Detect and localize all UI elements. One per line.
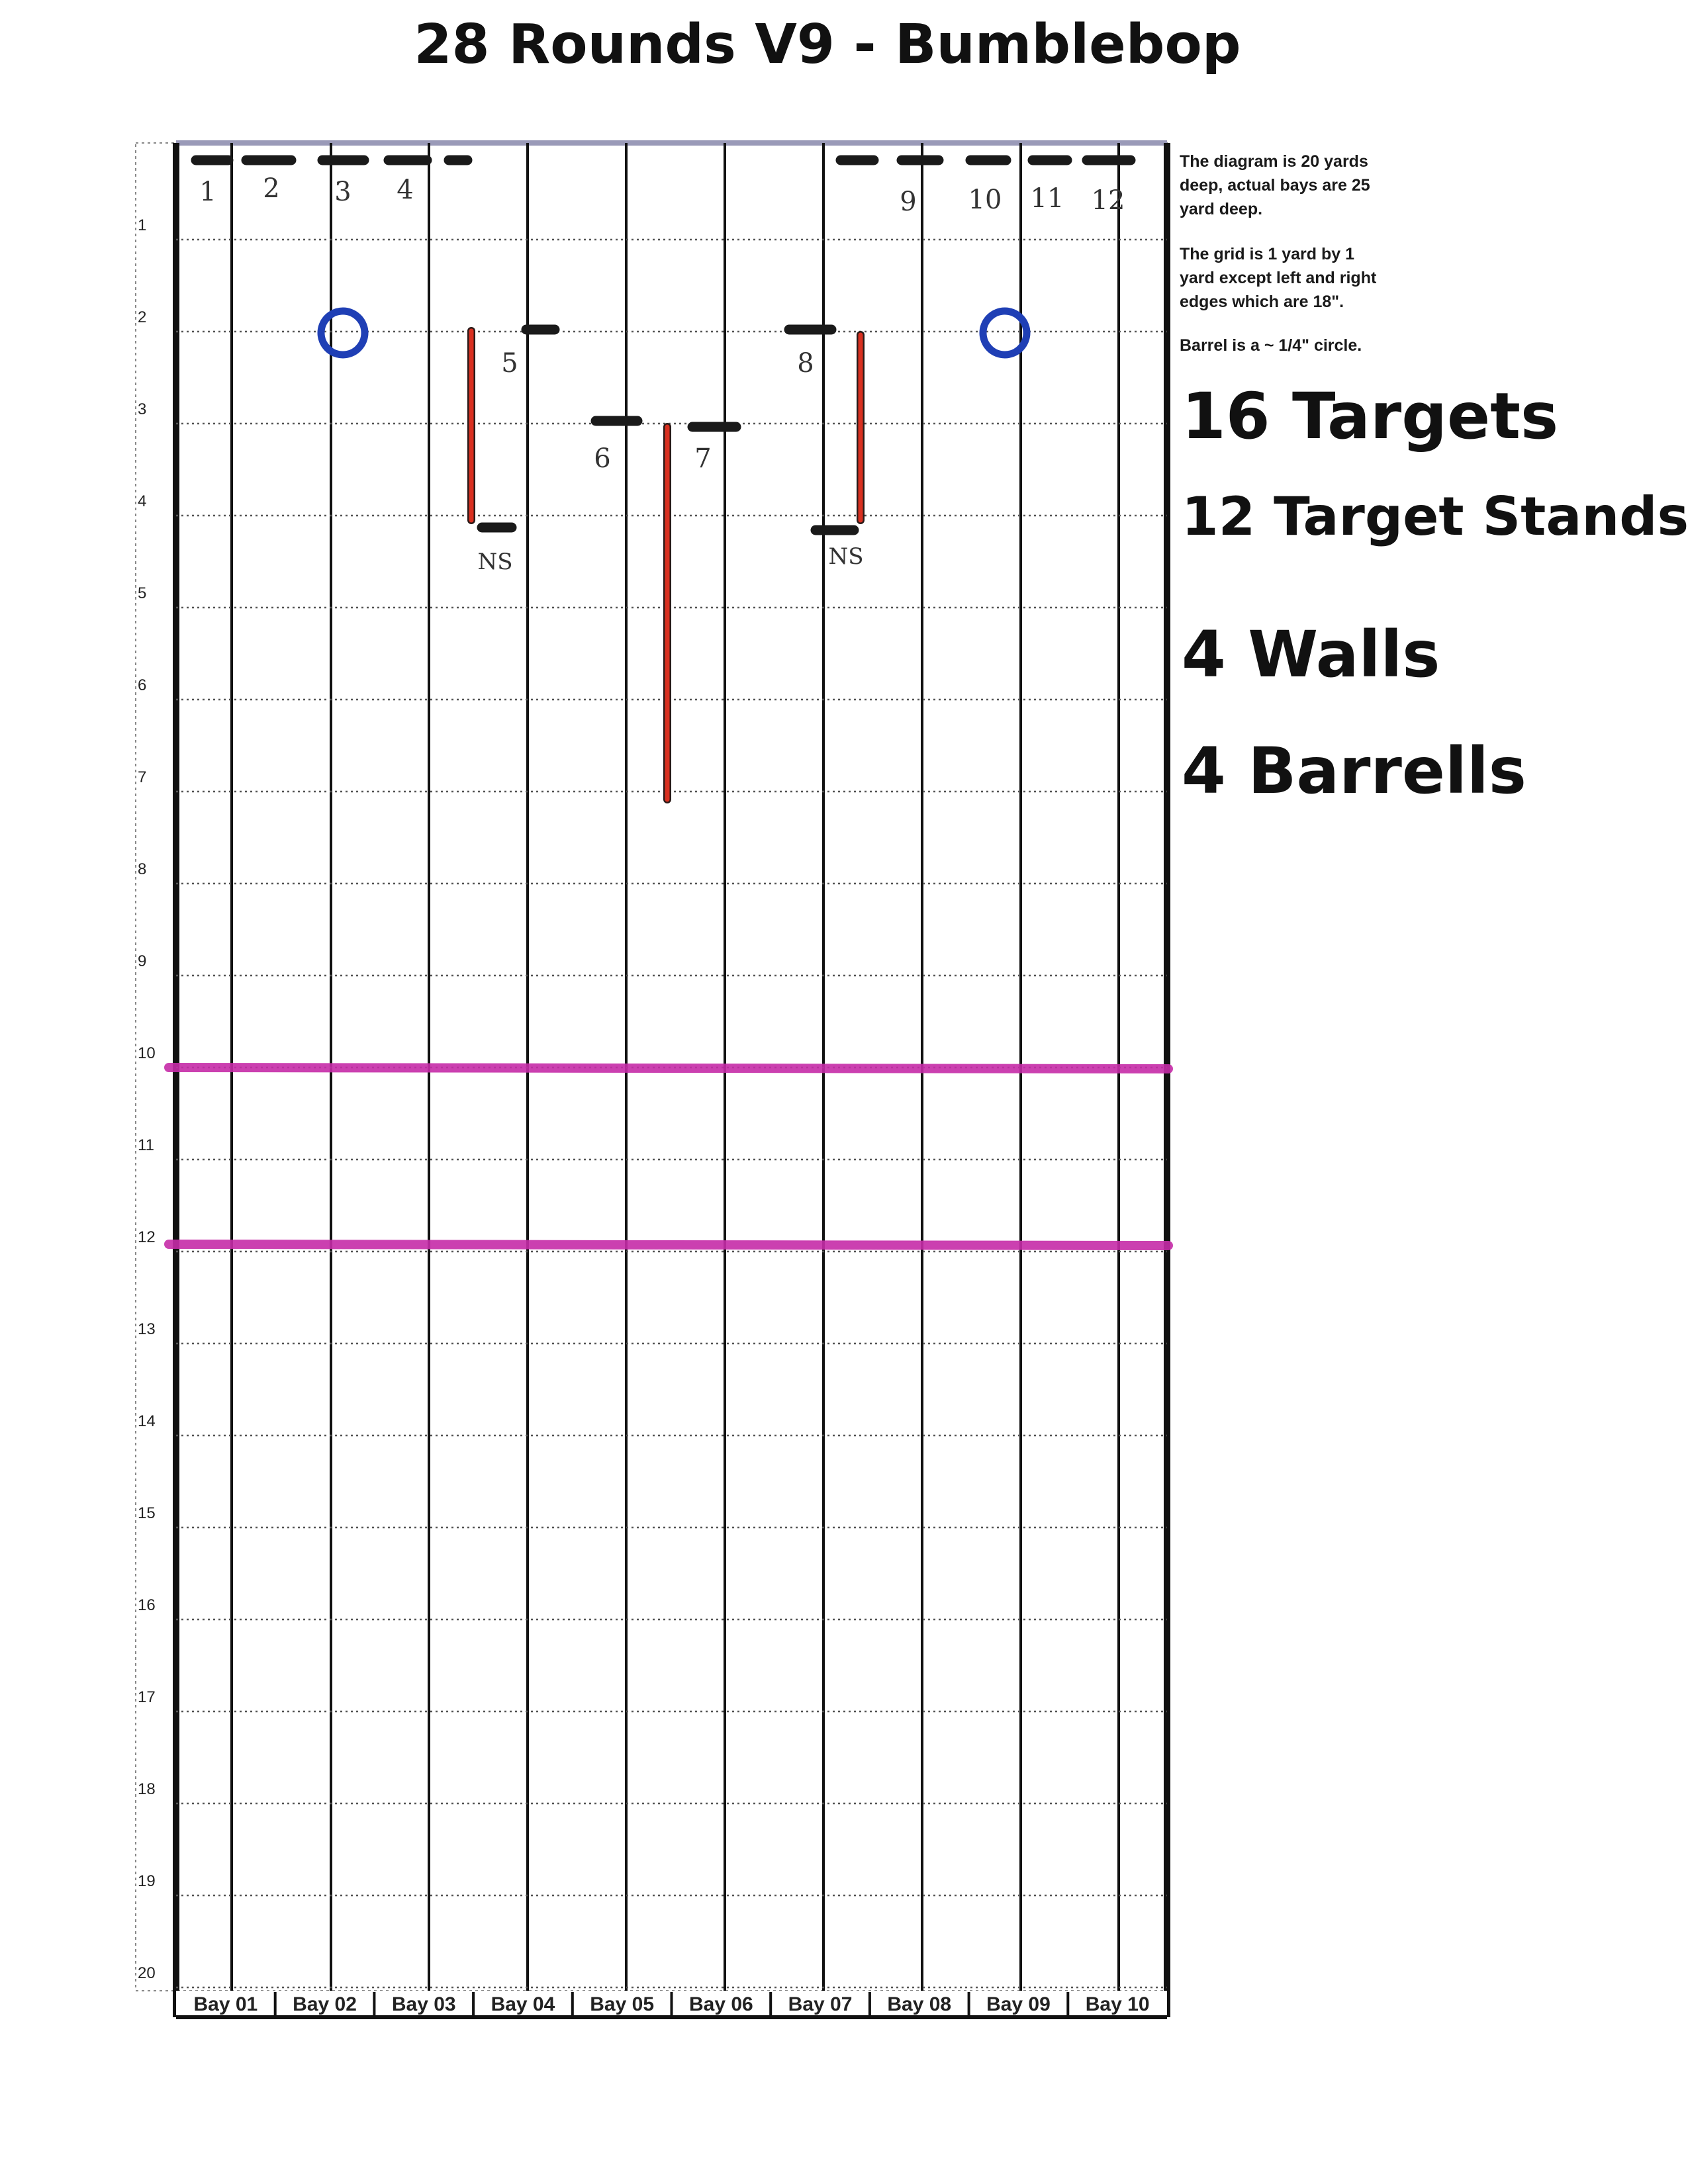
- fault-line: [164, 1063, 1173, 1073]
- yard-label: 20: [138, 1964, 156, 1982]
- target-label: 12: [1092, 185, 1125, 216]
- diagram-notes: The diagram is 20 yards deep, actual bay…: [1180, 152, 1377, 355]
- yard-label: 1: [138, 216, 146, 234]
- summary-targets: 16 Targets: [1182, 379, 1558, 453]
- note-line: The grid is 1 yard by 1: [1180, 245, 1354, 263]
- fault-lines: [164, 1063, 1173, 1250]
- bay-labels: Bay 01 Bay 02 Bay 03 Bay 04 Bay 05 Bay 06 Bay …: [176, 1991, 1167, 2019]
- note-line: Barrel is a ~ 1/4" circle.: [1180, 336, 1362, 355]
- yard-label: 13: [138, 1320, 156, 1338]
- summary-target-stands: 12 Target Stands: [1182, 486, 1688, 547]
- bay-label: Bay 10: [1086, 1993, 1150, 2015]
- note-line: The diagram is 20 yards: [1180, 152, 1368, 171]
- yard-label: 19: [138, 1872, 156, 1890]
- target-label: 8: [797, 348, 814, 379]
- target-label: 2: [263, 173, 279, 204]
- target-label: 5: [501, 348, 518, 379]
- walls: [467, 327, 865, 803]
- bay-label: Bay 02: [293, 1993, 357, 2015]
- no-shoot-label: NS: [477, 549, 512, 575]
- yard-label: 4: [138, 492, 146, 510]
- yard-label: 18: [138, 1780, 156, 1798]
- yard-label: 5: [138, 584, 146, 602]
- yard-label: 8: [138, 860, 146, 878]
- yard-label: 10: [138, 1044, 156, 1062]
- barrel-icon: [317, 307, 369, 359]
- bay-label: Bay 04: [491, 1993, 555, 2015]
- yard-label: 17: [138, 1688, 156, 1706]
- target-label: 4: [397, 175, 413, 205]
- barrels: [317, 307, 1031, 359]
- fault-line: [164, 1240, 1173, 1250]
- barrel-icon: [979, 307, 1031, 359]
- target-label: 1: [199, 177, 216, 207]
- yard-label: 14: [138, 1412, 156, 1430]
- stage-summary: 16 Targets 12 Target Stands 4 Walls 4 Ba…: [1182, 379, 1688, 808]
- summary-barrels: 4 Barrells: [1182, 734, 1526, 808]
- yard-label: 6: [138, 676, 146, 694]
- bay-label: Bay 09: [986, 1993, 1051, 2015]
- target-label: 9: [900, 187, 916, 217]
- bay-label: Bay 08: [887, 1993, 951, 2015]
- bay-label: Bay 01: [193, 1993, 258, 2015]
- note-line: yard except left and right: [1180, 269, 1377, 287]
- target-label: 11: [1031, 183, 1064, 214]
- bay-label: Bay 06: [689, 1993, 753, 2015]
- note-line: edges which are 18".: [1180, 293, 1344, 311]
- yard-label: 12: [138, 1228, 156, 1246]
- target-label: 3: [334, 177, 351, 207]
- yard-label: 7: [138, 768, 146, 786]
- page-title: 28 Rounds V9 - Bumblebop: [414, 13, 1241, 76]
- yard-label: 11: [138, 1136, 154, 1154]
- yard-label: 3: [138, 400, 146, 418]
- target-label: 6: [594, 443, 610, 474]
- summary-walls: 4 Walls: [1182, 617, 1440, 692]
- yard-label: 9: [138, 952, 146, 970]
- yard-label: 15: [138, 1504, 156, 1522]
- yard-label: 16: [138, 1596, 156, 1614]
- bay-label: Bay 07: [788, 1993, 853, 2015]
- yard-grid: [135, 140, 1170, 2017]
- note-line: deep, actual bays are 25: [1180, 176, 1370, 195]
- target-label: 10: [968, 185, 1002, 215]
- bay-label: Bay 05: [590, 1993, 654, 2015]
- bay-label: Bay 03: [392, 1993, 456, 2015]
- note-line: yard deep.: [1180, 200, 1262, 218]
- target-label: 7: [694, 443, 711, 474]
- yard-label: 2: [138, 308, 146, 326]
- no-shoot-label: NS: [828, 543, 863, 570]
